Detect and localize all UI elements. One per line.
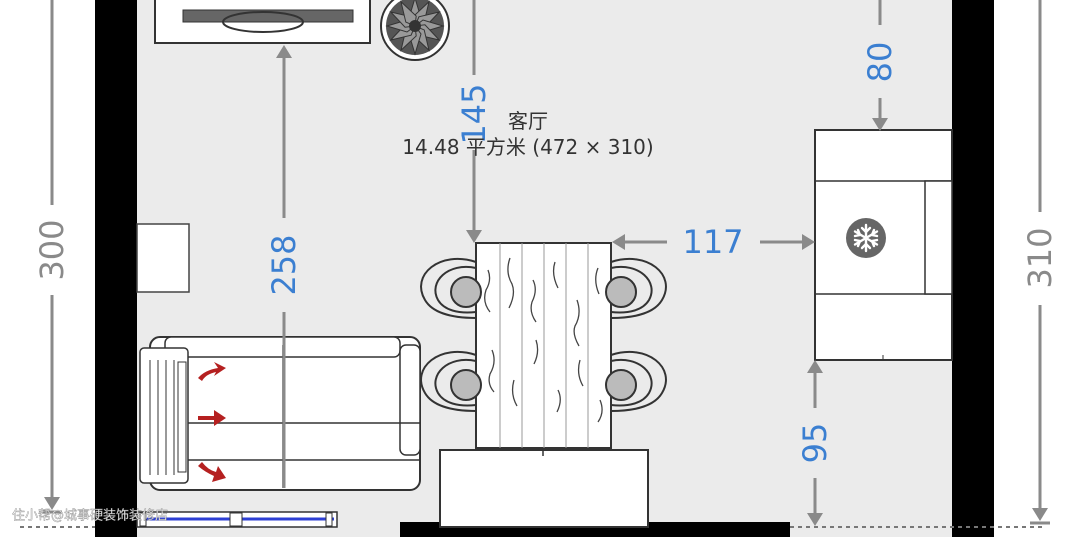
dimension-label-tv-to-sofa: 258	[265, 234, 303, 295]
dining-table	[475, 242, 612, 449]
dimension-tv-to-table	[466, 0, 482, 243]
side-cabinet	[136, 223, 190, 293]
snowflake-icon	[846, 218, 886, 258]
heater-arrow-icon	[139, 347, 226, 484]
low-cabinet	[439, 449, 649, 528]
tv-cabinet	[154, 0, 371, 44]
dimension-label-right-outer: 310	[1021, 227, 1059, 288]
dimension-label-left-outer: 300	[33, 219, 71, 280]
wall-left	[95, 0, 137, 537]
dimension-label-table-to-fridge: 117	[682, 223, 743, 261]
dimension-right-outer	[1030, 0, 1050, 525]
dimension-top-right-gap	[872, 0, 888, 131]
room-area: 14.48 平方米 (472 × 310)	[402, 135, 653, 159]
room-name: 客厅	[508, 109, 548, 133]
dimension-bottom-right-gap	[807, 360, 823, 526]
dimension-label-tv-to-table: 145	[455, 83, 493, 144]
dimension-label-bottom-right-gap: 95	[796, 423, 834, 464]
window	[136, 511, 338, 528]
dimension-tv-to-sofa	[276, 45, 292, 488]
dimension-left-outer	[42, 0, 62, 514]
fan-icon	[380, 0, 450, 61]
wall-right	[952, 0, 994, 537]
dining-chairs	[420, 257, 667, 412]
dimension-label-top-right-gap: 80	[861, 42, 899, 83]
dimension-table-to-fridge	[612, 234, 815, 250]
watermark: 住小帮@城事硬装饰装修店	[12, 509, 168, 524]
